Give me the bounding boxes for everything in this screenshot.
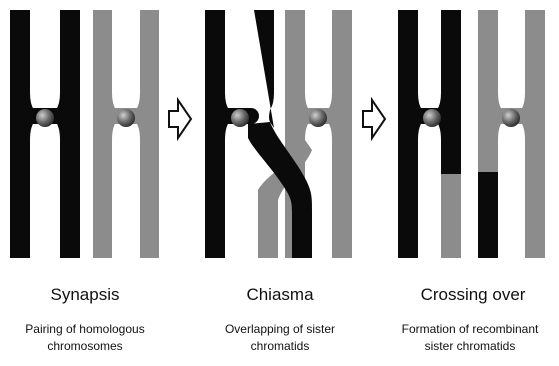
centromere-black: [36, 109, 54, 127]
synapsis-stage-graphic: [10, 10, 159, 258]
centromere-gray: [117, 109, 135, 127]
centromere-gray: [309, 109, 327, 127]
centromere-gray: [502, 109, 520, 127]
hollow-right-arrow-icon: [169, 100, 191, 138]
black-chromosome: [10, 10, 80, 258]
crossing-over-stage-graphic: [398, 10, 545, 258]
stage-title-chiasma: Chiasma: [190, 285, 370, 305]
centromere-black: [231, 109, 249, 127]
stage-title-crossing-over: Crossing over: [383, 285, 559, 305]
stage-description-chiasma: Overlapping of sister chromatids: [185, 321, 375, 355]
stage-description-crossing-over: Formation of recombinant sister chromati…: [375, 321, 559, 355]
black-chromosome-recombinant: [398, 10, 461, 258]
gray-chromosome-recombinant: [478, 10, 545, 258]
chiasma-stage-graphic: [205, 10, 352, 258]
hollow-right-arrow-icon: [363, 100, 385, 138]
gray-chromosome: [93, 10, 159, 258]
centromere-black: [423, 109, 441, 127]
stage-title-synapsis: Synapsis: [0, 285, 175, 305]
stage-description-synapsis: Pairing of homologous chromosomes: [0, 321, 180, 355]
